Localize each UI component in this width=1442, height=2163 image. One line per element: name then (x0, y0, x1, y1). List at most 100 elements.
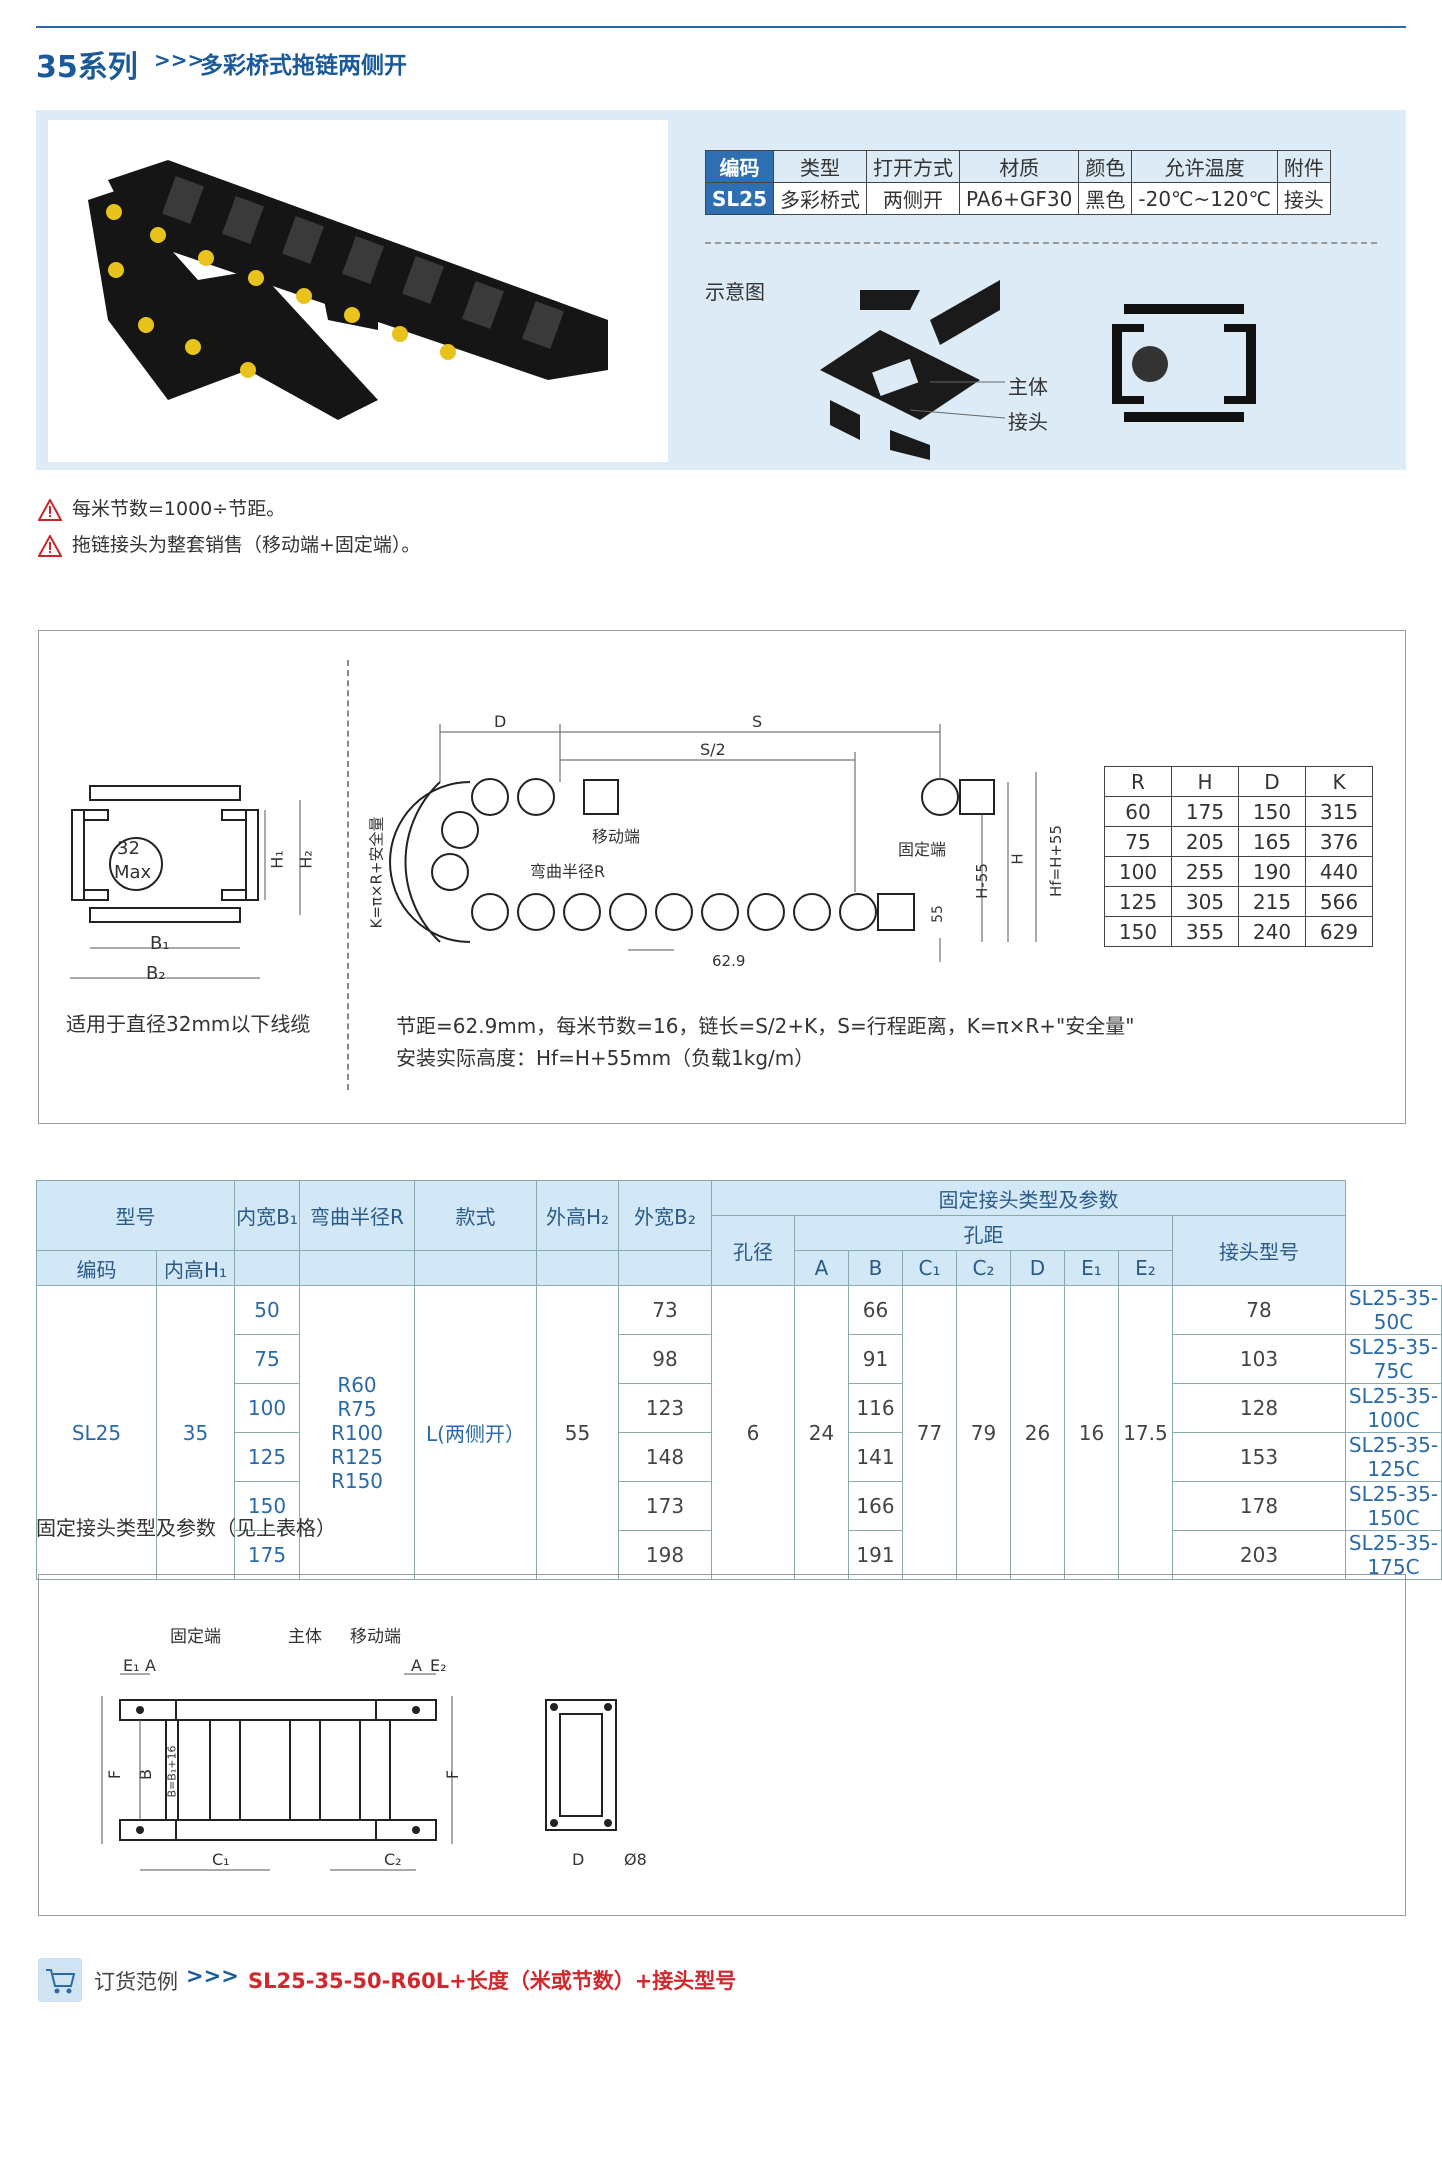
cell-outer-h: 55 (536, 1285, 619, 1580)
table-row: 75 98 91 103 SL25-35-75C (37, 1334, 1442, 1384)
divider (705, 242, 1377, 244)
rtab-cell: 175 (1171, 796, 1239, 827)
dim-c1: C₁ (212, 1850, 230, 1869)
cart-icon (38, 1958, 82, 2002)
series-title: 35系列 (36, 50, 138, 85)
cell-joint: SL25-35-50C (1345, 1285, 1442, 1335)
cell-a: 24 (794, 1285, 849, 1580)
dim-f-left: F (105, 1769, 125, 1780)
cell-f: 128 (1172, 1383, 1346, 1433)
spec-header-material: 材质 (958, 150, 1080, 183)
table-row: 175 198 191 203 SL25-35-175C (37, 1530, 1442, 1580)
formula-line-1: 节距=62.9mm，每米节数=16，链长=S/2+K，S=行程距离，K=π×R+… (396, 1014, 1135, 1038)
th-blank (618, 1250, 712, 1286)
cell-f: 153 (1172, 1432, 1346, 1482)
dim-f-right: F (443, 1769, 463, 1780)
max-label-2: Max (114, 862, 152, 883)
spec-accessory: 接头 (1276, 182, 1331, 215)
cell-inner-h: 35 (156, 1285, 235, 1580)
cross-section-icon (1112, 304, 1256, 422)
cell-b1: 125 (234, 1432, 300, 1482)
rtab-cell: 255 (1171, 856, 1239, 887)
formula-line-2: 安装实际高度：Hf=H+55mm（负载1kg/m） (396, 1046, 815, 1070)
th-blank (234, 1250, 300, 1286)
rtab-cell: 440 (1305, 856, 1373, 887)
cell-b: 116 (848, 1383, 903, 1433)
joint-side-view (545, 1699, 617, 1831)
cell-b: 91 (848, 1334, 903, 1384)
dim-phi: Ø8 (624, 1850, 647, 1869)
joint-moving-end: 移动端 (350, 1627, 401, 1647)
spec-color: 黑色 (1078, 182, 1133, 215)
th-fixed: 固定接头类型及参数 (711, 1180, 1346, 1216)
rtab-cell: 100 (1104, 856, 1172, 887)
bend-value: R60 (337, 1372, 377, 1397)
cell-e1: 16 (1064, 1285, 1119, 1580)
moving-end-label: 移动端 (592, 827, 641, 846)
rtab-cell: 190 (1238, 856, 1306, 887)
cell-b1: 150 (234, 1481, 300, 1531)
warning-icon (38, 498, 62, 521)
th-model: 型号 (36, 1180, 235, 1251)
spec-code: SL25 (705, 182, 774, 215)
model-table: 型号 内宽B₁ 弯曲半径R 款式 外高H₂ 外宽B₂ 固定接头类型及参数 孔径 … (36, 1180, 1442, 1580)
rtab-cell: 240 (1238, 916, 1306, 947)
note-1-text: 每米节数=1000÷节距。 (72, 498, 286, 520)
panel-divider (347, 660, 349, 1090)
fixed-end-label: 固定端 (898, 840, 947, 859)
rtab-cell: 315 (1305, 796, 1373, 827)
bend-value: R125 (330, 1444, 384, 1469)
order-label: 订货范例 (94, 1970, 178, 1994)
b1-label: B₁ (150, 933, 170, 954)
note-2: 拖链接头为整套销售（移动端+固定端）。 (38, 530, 420, 557)
cross-section-drawing (70, 785, 301, 979)
joint-top-view (101, 1673, 453, 1871)
b2-label: B₂ (146, 963, 166, 984)
cell-style: L(两侧开） (414, 1285, 537, 1580)
hf-label: Hf=H+55 (1047, 824, 1066, 898)
bend-value: R100 (330, 1420, 384, 1445)
cable-caption: 适用于直径32mm以下线缆 (66, 1012, 311, 1036)
th-c1: C₁ (902, 1250, 957, 1286)
cell-b1: 50 (234, 1285, 300, 1335)
joint-body: 主体 (288, 1627, 322, 1647)
th-a: A (794, 1250, 849, 1286)
th-inner-h: 内高H₁ (156, 1250, 235, 1286)
cell-b: 66 (848, 1285, 903, 1335)
dim-bb: B=B₁+16 (165, 1745, 179, 1798)
cell-b: 191 (848, 1530, 903, 1580)
h-label: H (1008, 853, 1027, 865)
th-code: 编码 (36, 1250, 157, 1286)
table-row: 100 123 116 128 SL25-35-100C (37, 1383, 1442, 1433)
cell-b: 166 (848, 1481, 903, 1531)
th-blank (536, 1250, 619, 1286)
cell-b2: 73 (618, 1285, 712, 1335)
rtab-cell: 75 (1104, 826, 1172, 857)
callout-joint: 接头 (1008, 410, 1048, 434)
chevron-icon: >>> (186, 1964, 239, 1988)
th-bend: 弯曲半径R (299, 1180, 415, 1251)
cell-joint: SL25-35-125C (1345, 1432, 1442, 1482)
th-c2: C₂ (956, 1250, 1011, 1286)
spec-header-color: 颜色 (1078, 150, 1133, 183)
th-e2: E₂ (1118, 1250, 1173, 1286)
bend-radius-label: 弯曲半径R (530, 862, 606, 881)
h55-label: H-55 (972, 863, 991, 899)
header-rule (36, 26, 1406, 28)
rtab-cell: 305 (1171, 886, 1239, 917)
th-blank (299, 1250, 415, 1286)
th-outer-h: 外高H₂ (536, 1180, 619, 1251)
cell-b1: 100 (234, 1383, 300, 1433)
dimension-panel (38, 630, 1406, 1124)
th-e1: E₁ (1064, 1250, 1119, 1286)
th-blank (414, 1250, 537, 1286)
rtab-h-r: R (1104, 766, 1172, 797)
schematic-label: 示意图 (705, 280, 765, 304)
side-view-drawing (389, 724, 1037, 962)
dim-a-right: A (411, 1656, 422, 1675)
dim-s-half: S/2 (700, 740, 726, 759)
